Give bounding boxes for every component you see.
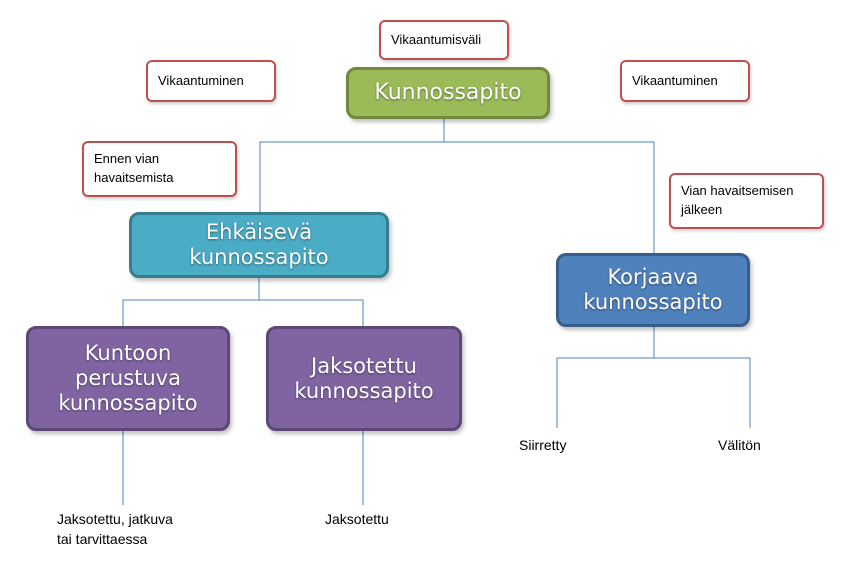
note-failure-left: Vikaantuminen — [146, 60, 276, 102]
connector-root-to-branches — [259, 118, 655, 253]
note-after-detection: Vian havaitsemisen jälkeen — [669, 173, 824, 229]
note-before-detection: Ennen vian havaitsemista — [82, 141, 237, 197]
node-periodic: Jaksotettu kunnossapito — [266, 326, 462, 431]
leaf-deferred: Siirretty — [519, 437, 567, 453]
node-condition-based: Kuntoon perustuva kunnossapito — [26, 326, 230, 431]
leaf-condition-based: Jaksotettu, jatkuva tai tarvittaessa — [57, 511, 173, 547]
leaf-immediate: Välitön — [718, 437, 761, 453]
connector-preventive-to-children — [122, 277, 364, 326]
note-failure-right: Vikaantuminen — [620, 60, 750, 102]
note-failure-interval: Vikaantumisväli — [379, 20, 509, 60]
connector-corrective-to-leaves — [556, 327, 751, 428]
leaf-periodic: Jaksotettu — [325, 511, 389, 527]
node-corrective: Korjaava kunnossapito — [556, 253, 750, 327]
node-root: Kunnossapito — [346, 67, 550, 119]
node-preventive: Ehkäisevä kunnossapito — [129, 212, 389, 278]
